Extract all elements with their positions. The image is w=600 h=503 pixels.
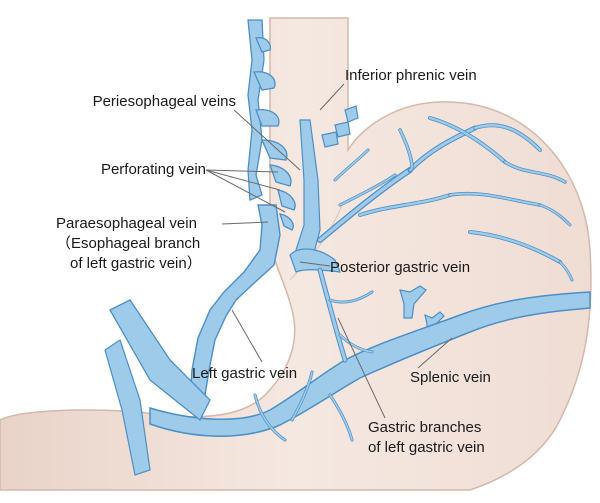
portal-vein-lower: [104, 339, 151, 476]
label-posterior-gastric-vein: Posterior gastric vein: [330, 259, 471, 276]
label-left-gastric-vein: Left gastric vein: [192, 365, 298, 382]
periesophageal-vein-column: [247, 19, 296, 231]
label-gastric-branches-line-2: of left gastric vein: [368, 439, 485, 456]
label-perforating-vein: Perforating vein: [100, 161, 206, 178]
portal-vein: [109, 299, 211, 422]
gastric-branches-left-gastric: [253, 267, 374, 442]
label-gastric-branches-line-1: Gastric branches: [368, 419, 482, 436]
label-gastric-branches: Gastric branches of left gastric vein: [368, 418, 485, 458]
gastric-vein-branches: [317, 116, 574, 282]
label-paraesophageal-line-2: （Esophageal branch: [56, 235, 201, 252]
inferior-phrenic-vein: [321, 105, 359, 148]
label-paraesophageal-vein: Paraesophageal vein （Esophageal branch o…: [56, 214, 226, 274]
label-inferior-phrenic-vein: Inferior phrenic vein: [345, 67, 477, 84]
lesser-curvature: [289, 204, 343, 281]
leader-lines: [205, 83, 453, 419]
label-periesophageal-veins: Periesophageal veins: [92, 93, 236, 110]
label-paraesophageal-line-1: Paraesophageal vein: [56, 215, 197, 232]
label-splenic-vein: Splenic vein: [410, 369, 491, 386]
splenic-vein: [149, 291, 591, 437]
junction-vein: [289, 248, 341, 273]
label-paraesophageal-line-3: of left gastric vein）: [70, 255, 202, 272]
